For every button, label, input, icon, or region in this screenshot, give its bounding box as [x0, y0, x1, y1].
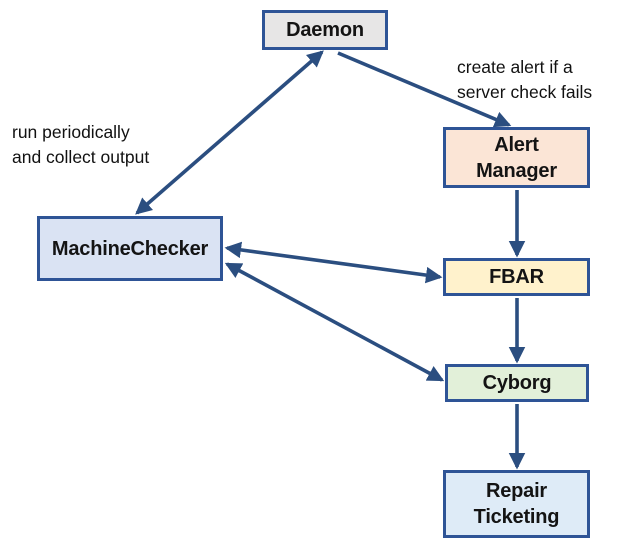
- annotation-run-periodically: run periodically and collect output: [12, 122, 150, 167]
- node-daemon: Daemon: [262, 10, 388, 50]
- node-label-alert-manager: Alert Manager: [476, 133, 557, 182]
- edge-machinechecker-fbar: [224, 241, 443, 284]
- node-label-daemon: Daemon: [286, 19, 364, 41]
- node-machine-checker: MachineChecker: [37, 216, 223, 281]
- edge-daemon-alertmanager: [337, 51, 512, 128]
- edge-machinechecker-cyborg: [224, 262, 445, 382]
- node-alert-manager: Alert Manager: [443, 127, 590, 188]
- edge-daemon-machinechecker: [135, 50, 324, 215]
- node-cyborg: Cyborg: [445, 364, 589, 402]
- node-fbar: FBAR: [443, 258, 590, 296]
- node-label-cyborg: Cyborg: [482, 372, 552, 394]
- node-repair-ticketing: Repair Ticketing: [443, 470, 590, 538]
- node-label-machine-checker: MachineChecker: [51, 237, 209, 260]
- node-label-fbar: FBAR: [489, 266, 544, 288]
- node-label-repair-ticketing: Repair Ticketing: [473, 480, 560, 528]
- annotation-create-alert: create alert if a server check fails: [457, 57, 593, 102]
